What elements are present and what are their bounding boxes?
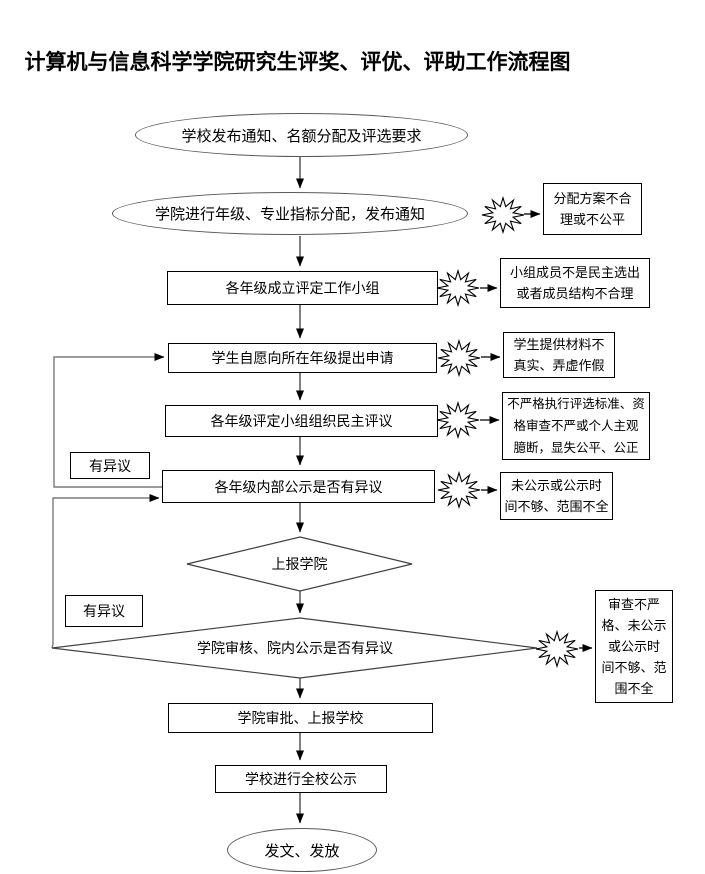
sidenote-line: 臆断，显失公平、公正 (513, 441, 639, 455)
sidenote-line: 间不够、范 (601, 660, 667, 675)
node-college-notice-ellipse: 学院进行年级、专业指标分配，发布通知 (112, 192, 468, 235)
page-title: 计算机与信息科学学院研究生评奖、评优、评助工作流程图 (24, 50, 571, 74)
sidenote-line: 格、未公示 (601, 618, 667, 633)
node-start-ellipse: 学校发布通知、名额分配及评选要求 (135, 113, 468, 157)
burst-icon (436, 400, 480, 440)
node-college-approve-label: 学院审批、上报学校 (237, 710, 364, 726)
objection-label-2: 有异议 (65, 595, 143, 627)
sidenote-allocation: 分配方案不合 理或不公平 (543, 183, 642, 235)
sidenote-line: 分配方案不合 (553, 191, 632, 206)
burst-icon (436, 268, 480, 308)
sidenote-line: 理或不公平 (559, 212, 625, 227)
burst-icon (437, 470, 481, 510)
node-college-approve-box: 学院审批、上报学校 (168, 703, 433, 733)
node-college-notice-label: 学院进行年级、专业指标分配，发布通知 (154, 206, 425, 223)
sidenote-lax-audit: 审查不严 格、未公示 或公示时 间不够、范 围不全 (595, 590, 673, 703)
sidenote-line: 围不全 (614, 681, 654, 696)
node-start-label: 学校发布通知、名额分配及评选要求 (181, 127, 422, 145)
node-college-review-text: 学院审核、院内公示是否有异议 (197, 640, 393, 656)
sidenote-group-members: 小组成员不是民主选出 或者成员结构不合理 (500, 258, 650, 308)
sidenote-no-publicity: 未公示或公示时 间不够、范围不全 (500, 472, 613, 520)
sidenote-line: 不严格执行评选标准、资 (507, 397, 645, 411)
burst-icon (481, 195, 525, 235)
node-school-publicity-box: 学校进行全校公示 (215, 765, 387, 793)
node-school-publicity-label: 学校进行全校公示 (245, 771, 357, 787)
node-apply-label: 学生自愿向所在年级提出申请 (211, 350, 394, 366)
sidenote-line: 间不够、范围不全 (504, 499, 609, 514)
sidenote-line: 学生提供材料不 (513, 337, 605, 352)
burst-icon (535, 629, 579, 669)
node-democratic-review-label: 各年级评定小组组织民主评议 (210, 413, 393, 429)
sidenote-unfair-review: 不严格执行评选标准、资 格审查不严或个人主观 臆断，显失公平、公正 (502, 392, 650, 460)
sidenote-line: 或公示时 (607, 639, 660, 654)
sidenote-line: 未公示或公示时 (510, 478, 602, 493)
node-grade-publicity-box: 各年级内部公示是否有异议 (162, 470, 435, 503)
objection-label-2-text: 有异议 (83, 603, 125, 619)
node-report-college-text: 上报学院 (271, 556, 328, 572)
node-report-college-label: 上报学院 (187, 550, 412, 578)
node-end-label: 发文、发放 (264, 842, 340, 860)
sidenote-line: 真实、弄虚作假 (513, 358, 605, 373)
sidenote-line: 小组成员不是民主选出 (509, 265, 640, 280)
node-college-review-label: 学院审核、院内公示是否有异议 (90, 634, 500, 662)
sidenote-line: 审查不严 (607, 597, 660, 612)
burst-icon (437, 338, 481, 378)
node-end-ellipse: 发文、发放 (227, 828, 377, 872)
objection-label-1: 有异议 (70, 452, 150, 479)
objection-label-1-text: 有异议 (89, 457, 131, 474)
sidenote-line: 格审查不严或个人主观 (513, 419, 639, 433)
sidenote-false-materials: 学生提供材料不 真实、弄虚作假 (503, 332, 615, 378)
node-democratic-review-box: 各年级评定小组组织民主评议 (165, 405, 438, 437)
node-grade-publicity-label: 各年级内部公示是否有异议 (214, 478, 383, 495)
node-form-group-label: 各年级成立评定工作小组 (225, 280, 380, 296)
node-form-group-box: 各年级成立评定工作小组 (167, 271, 438, 305)
node-apply-box: 学生自愿向所在年级提出申请 (168, 343, 437, 373)
sidenote-line: 或者成员结构不合理 (516, 286, 634, 301)
